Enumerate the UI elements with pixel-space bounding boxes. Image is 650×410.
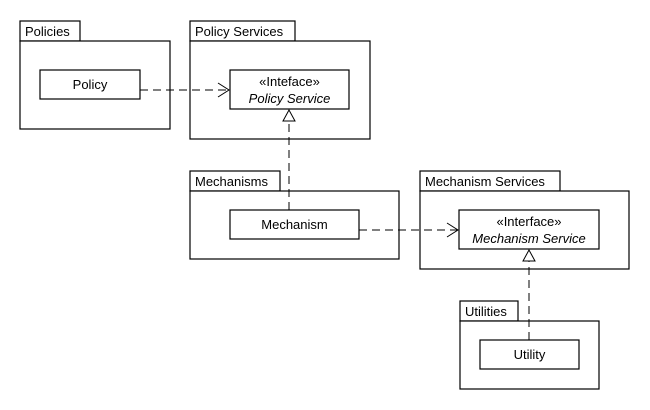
package-label: Mechanisms (195, 174, 268, 189)
class-utility[interactable]: Utility (479, 339, 580, 370)
interface-mechanism-service[interactable]: «Interface» Mechanism Service (458, 209, 600, 250)
class-mechanism[interactable]: Mechanism (229, 209, 360, 240)
interface-policy-service[interactable]: «Inteface» Policy Service (229, 69, 350, 110)
class-label: Policy (73, 77, 108, 92)
dependency-policy-to-policy-service[interactable] (140, 82, 230, 98)
interface-stereotype: «Inteface» (259, 74, 320, 89)
interface-name: Mechanism Service (472, 231, 585, 246)
interface-box (458, 209, 600, 250)
open-arrowhead (217, 82, 230, 98)
dependency-mechanism-to-mechanism-service[interactable] (359, 222, 459, 238)
class-policy[interactable]: Policy (39, 69, 141, 100)
class-box (229, 209, 360, 240)
class-label: Utility (514, 347, 546, 362)
open-arrowhead (446, 222, 459, 238)
realization-mechanism-to-policy-service[interactable] (282, 108, 296, 210)
hollow-triangle-arrowhead (282, 108, 296, 122)
interface-box (229, 69, 350, 110)
package-label: Policy Services (195, 24, 284, 39)
interface-stereotype: «Interface» (496, 214, 561, 229)
class-label: Mechanism (261, 217, 327, 232)
package-label: Mechanism Services (425, 174, 545, 189)
interface-name: Policy Service (249, 91, 331, 106)
package-label: Policies (25, 24, 70, 39)
hollow-triangle-arrowhead (522, 248, 536, 262)
class-box (39, 69, 141, 100)
class-box (479, 339, 580, 370)
realization-utility-to-mechanism-service[interactable] (522, 248, 536, 340)
package-label: Utilities (465, 304, 507, 319)
